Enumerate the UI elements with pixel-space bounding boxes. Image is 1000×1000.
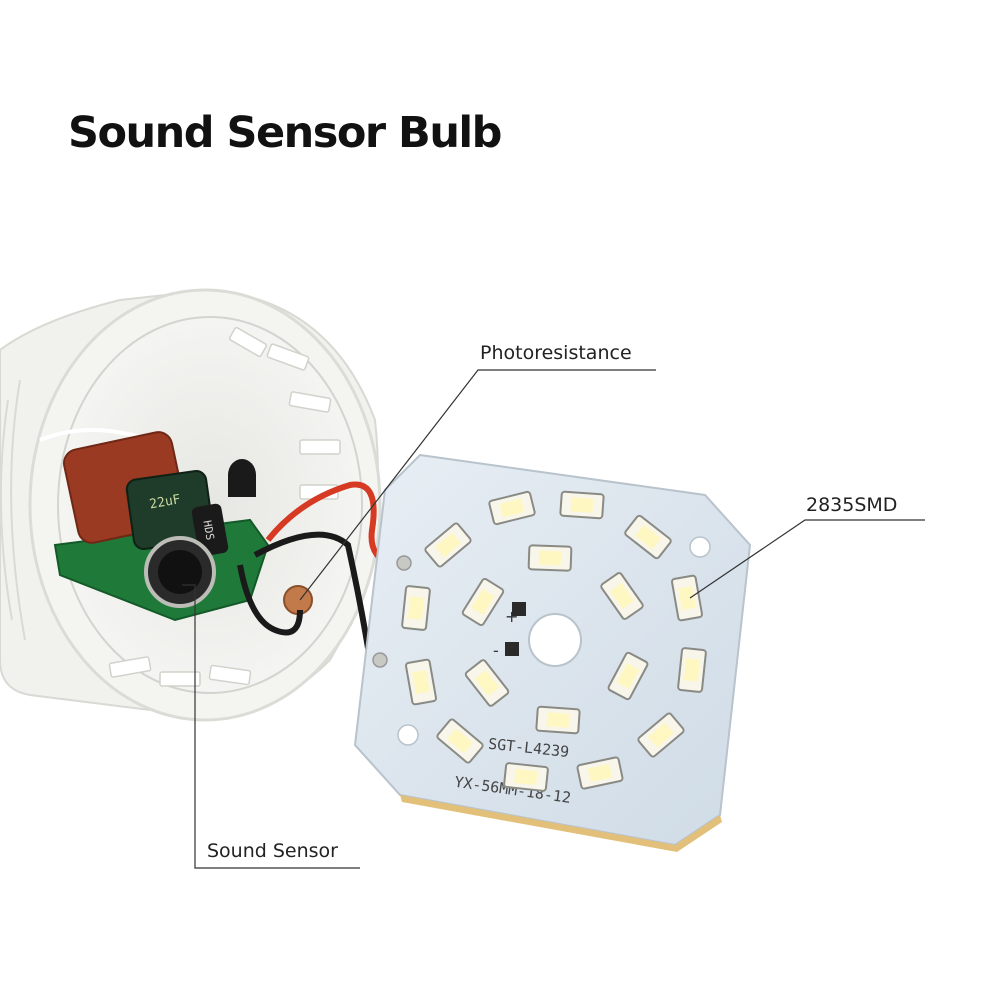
smd-led bbox=[671, 574, 703, 622]
center-hole bbox=[528, 613, 582, 667]
thread-ridges bbox=[0, 379, 26, 641]
smd-led bbox=[461, 577, 505, 627]
pad-plus bbox=[512, 602, 526, 616]
solder-pad-plus bbox=[396, 555, 412, 571]
smd-led bbox=[677, 647, 707, 693]
smd-led bbox=[576, 756, 624, 790]
smd-led bbox=[401, 585, 431, 631]
pad-minus bbox=[505, 642, 519, 656]
sound-sensor-leader bbox=[182, 584, 360, 869]
page-title: Sound Sensor Bulb bbox=[68, 108, 502, 158]
smd-led bbox=[637, 712, 685, 758]
smd-led bbox=[436, 718, 484, 764]
mount-hole-bottom bbox=[397, 724, 419, 746]
smd-led bbox=[488, 490, 536, 526]
callout-lines bbox=[182, 369, 925, 869]
smd-led bbox=[624, 514, 672, 560]
smd-led bbox=[607, 651, 649, 701]
smd-label: 2835SMD bbox=[806, 494, 898, 516]
smd-led bbox=[503, 762, 549, 792]
vent-slots bbox=[108, 326, 341, 687]
transistor bbox=[228, 459, 256, 497]
smd-led bbox=[405, 658, 437, 706]
smd-led bbox=[600, 572, 644, 620]
minus-mark: - bbox=[493, 641, 499, 660]
photoresistance-leader bbox=[299, 369, 656, 601]
sound-sensor-label: Sound Sensor bbox=[207, 840, 338, 862]
smd-leader bbox=[689, 519, 925, 599]
smd-led bbox=[559, 490, 605, 520]
microphone-mesh bbox=[158, 550, 202, 594]
solder-pad-minus bbox=[372, 652, 388, 668]
smd-led bbox=[464, 659, 510, 707]
driver-board: 22uF HDS bbox=[53, 431, 399, 665]
photoresistance-label: Photoresistance bbox=[480, 342, 632, 364]
wire-black-2 bbox=[237, 564, 303, 636]
mount-hole-top bbox=[689, 536, 711, 558]
led-board: + - SGT-L4239 YX-56MM-18-12 bbox=[353, 453, 752, 852]
capacitor-label: 22uF bbox=[148, 492, 182, 512]
smd-led bbox=[424, 522, 472, 568]
smd-led bbox=[535, 705, 581, 735]
smd-led bbox=[527, 544, 573, 572]
wire-red bbox=[265, 481, 399, 569]
driver-chip-label: HDS bbox=[200, 519, 216, 541]
smd-led-array bbox=[401, 490, 707, 792]
